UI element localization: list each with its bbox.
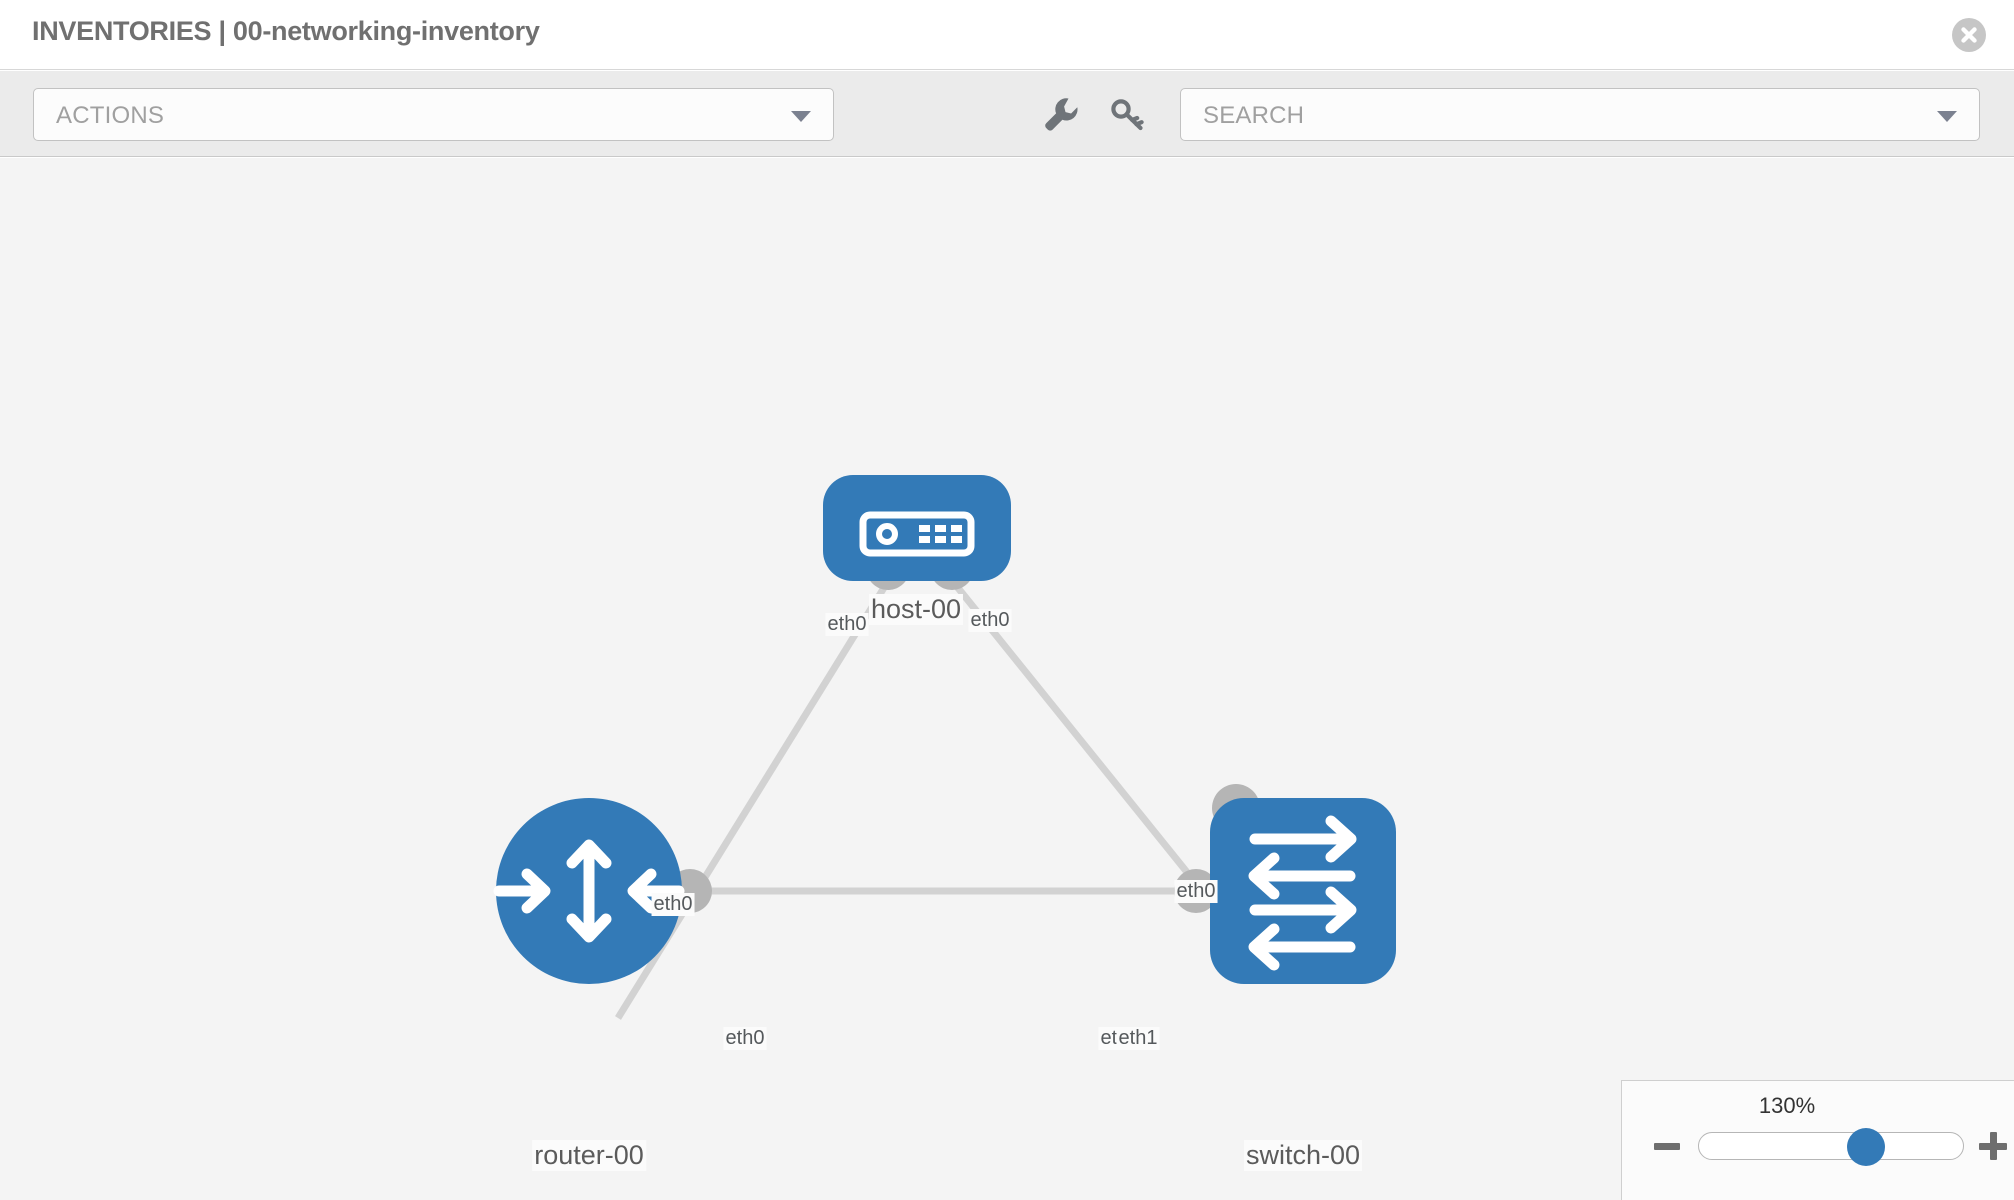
actions-dropdown[interactable]: ACTIONS xyxy=(33,88,834,141)
zoom-control-panel: 130% xyxy=(1621,1080,2014,1200)
zoom-level-value: 130% xyxy=(1758,1093,1816,1118)
node-router-00 xyxy=(493,798,685,984)
close-icon[interactable] xyxy=(1952,18,1986,52)
iface-label: eth0 xyxy=(1174,880,1218,903)
node-switch-00 xyxy=(1210,798,1396,984)
iface-label: eth0 xyxy=(651,893,695,916)
iface-label: eth0 xyxy=(968,609,1012,632)
iface-label: eth1 xyxy=(1116,1027,1160,1050)
iface-label: eth0 xyxy=(825,613,869,636)
page-title: INVENTORIES | 00-networking-inventory xyxy=(32,16,540,46)
search-placeholder: SEARCH xyxy=(1203,102,1305,129)
key-icon[interactable] xyxy=(1105,91,1151,137)
zoom-in-button[interactable] xyxy=(1979,1132,2007,1160)
topology-canvas[interactable]: eth0 eth0 eth0 eth0 eth0 eth0 eth1 host-… xyxy=(0,158,2014,1200)
zoom-slider[interactable] xyxy=(1698,1128,1964,1166)
chevron-down-icon xyxy=(791,111,811,122)
page-header: INVENTORIES | 00-networking-inventory xyxy=(0,0,2014,70)
toolbar: ACTIONS SEARCH xyxy=(0,71,2014,157)
chevron-down-icon[interactable] xyxy=(1937,111,1957,122)
node-label-host-00: host-00 xyxy=(868,594,964,625)
zoom-slider-thumb[interactable] xyxy=(1847,1128,1885,1166)
actions-dropdown-label: ACTIONS xyxy=(56,102,165,129)
node-host-00 xyxy=(823,475,1011,581)
search-input[interactable]: SEARCH xyxy=(1180,88,1980,141)
wrench-icon[interactable] xyxy=(1037,91,1083,137)
topology-edges xyxy=(615,575,1243,1020)
zoom-out-button[interactable] xyxy=(1654,1143,1680,1150)
iface-label: eth0 xyxy=(723,1027,767,1050)
node-label-switch-00: switch-00 xyxy=(1243,1140,1363,1171)
node-label-router-00: router-00 xyxy=(532,1140,646,1171)
